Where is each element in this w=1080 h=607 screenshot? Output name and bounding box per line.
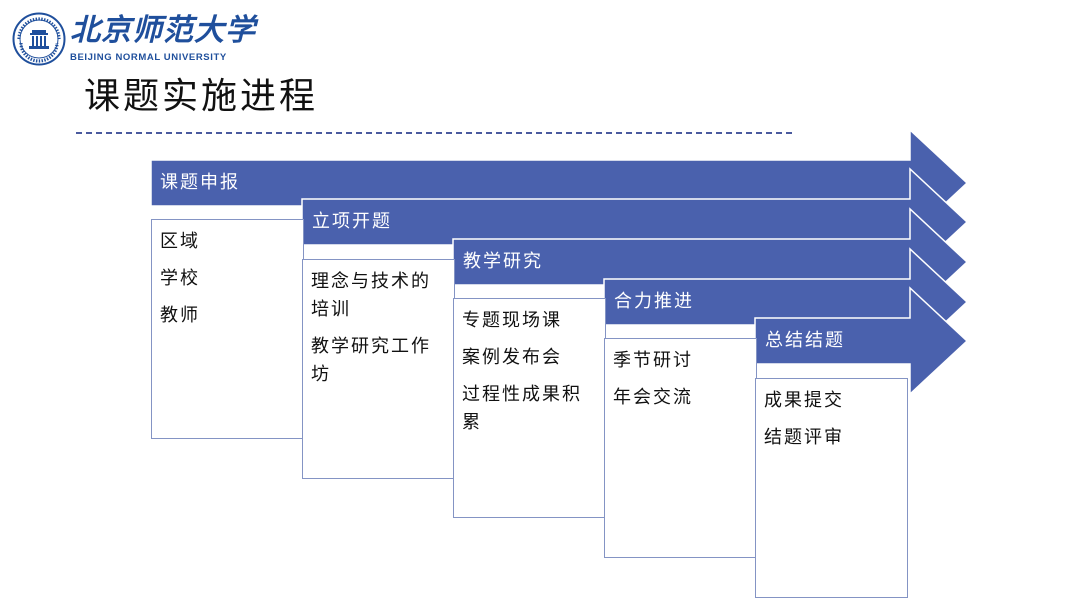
university-logo: 北京师范大学 BEIJING NORMAL UNIVERSITY [12, 12, 255, 66]
university-seal-icon [12, 12, 66, 66]
stage-item: 结题评审 [764, 427, 844, 448]
stage-item: 教学研究工作坊 [311, 336, 431, 385]
stage-item: 案例发布会 [462, 347, 562, 368]
stage-item: 学校 [160, 268, 200, 289]
stage-item: 过程性成果积累 [462, 384, 582, 433]
stage-item: 区域 [160, 231, 200, 252]
stage-arrow-5 [754, 286, 969, 396]
stage-label-5: 总结结题 [765, 330, 845, 351]
title-divider [76, 132, 792, 134]
stage-label-3: 教学研究 [463, 251, 543, 272]
stage-item: 年会交流 [613, 387, 693, 408]
stage-item: 教师 [160, 305, 200, 326]
university-name-cn: 北京师范大学 [70, 13, 256, 48]
stage-label-1: 课题申报 [160, 172, 240, 193]
stage-box-2: 理念与技术的培训 教学研究工作坊 [302, 259, 455, 479]
university-name-en: BEIJING NORMAL UNIVERSITY [70, 52, 227, 63]
stage-box-1: 区域 学校 教师 [151, 219, 304, 439]
stage-item: 专题现场课 [462, 310, 562, 331]
stage-box-3: 专题现场课 案例发布会 过程性成果积累 [453, 298, 606, 518]
stage-label-4: 合力推进 [614, 291, 694, 312]
stage-box-5: 成果提交 结题评审 [755, 378, 908, 598]
stage-box-4: 季节研讨 年会交流 [604, 338, 757, 558]
stage-item: 成果提交 [764, 390, 844, 411]
stage-label-2: 立项开题 [312, 211, 392, 232]
stage-item: 理念与技术的培训 [311, 271, 431, 320]
page-title: 课题实施进程 [84, 76, 319, 117]
stage-item: 季节研讨 [613, 350, 693, 371]
